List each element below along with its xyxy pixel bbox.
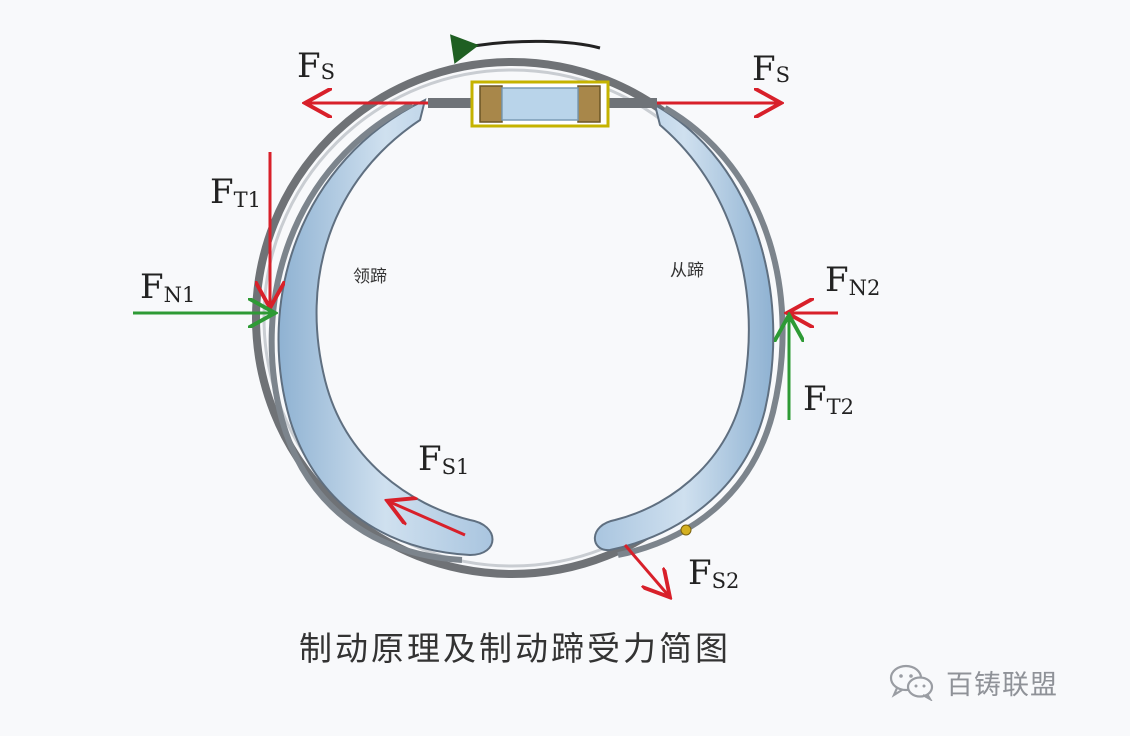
anchor-pin bbox=[680, 524, 692, 536]
leading-shoe-label: 领蹄 bbox=[353, 267, 387, 287]
trailing-shoe-label: 从蹄 bbox=[670, 261, 704, 281]
label-ft2: FT2 bbox=[803, 379, 854, 419]
wechat-icon bbox=[889, 664, 934, 701]
wheel-cylinder bbox=[428, 80, 657, 128]
label-fs2: FS2 bbox=[688, 553, 739, 593]
leading-shoe-lining bbox=[268, 101, 463, 563]
fs2-arrow bbox=[623, 544, 668, 595]
label-ft1: FT1 bbox=[210, 172, 261, 212]
diagram-caption: 制动原理及制动蹄受力简图 bbox=[299, 629, 731, 668]
label-fn1: FN1 bbox=[140, 267, 195, 307]
label-fs1: FS1 bbox=[418, 439, 469, 479]
label-fn2: FN2 bbox=[825, 260, 880, 300]
rotation-arrow bbox=[450, 34, 601, 64]
watermark-text: 百铸联盟 bbox=[946, 669, 1058, 701]
label-fs-left: FS bbox=[297, 46, 335, 86]
fs1-arrow bbox=[390, 502, 466, 537]
label-fs-right: FS bbox=[752, 49, 790, 89]
trailing-shoe bbox=[593, 102, 775, 552]
watermark: 百铸联盟 bbox=[888, 662, 1058, 702]
